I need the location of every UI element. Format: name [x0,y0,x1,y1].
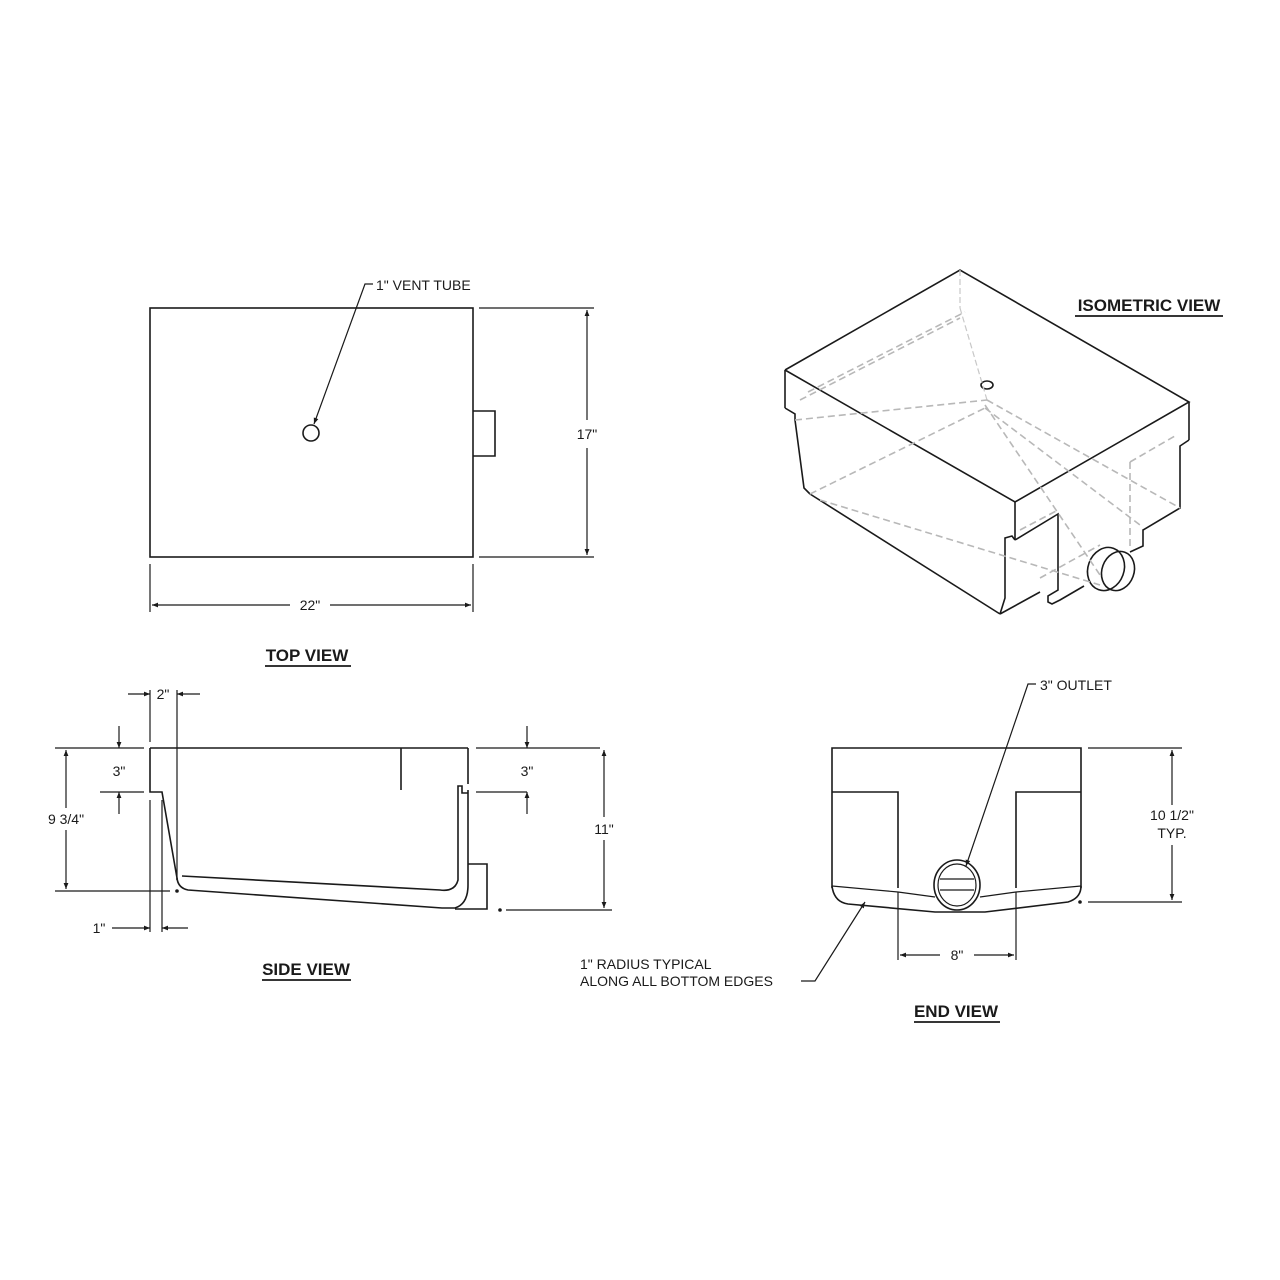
reference-dot [1078,900,1082,904]
right-height-dim-label: 11" [594,821,614,837]
iso-left-wall [784,407,811,495]
top-view-outline [149,307,474,558]
top-offset-dim-label: 2" [157,686,170,702]
vent-tube-circle [302,424,320,442]
depth-dimension-label: 17" [577,426,598,442]
width-dimension-label: 22" [300,597,321,613]
isometric-view: ISOMETRIC VIEW [784,269,1223,615]
left-step-dim-label: 3" [113,763,126,779]
hidden-line [1019,509,1059,531]
hidden-line [807,311,966,393]
side-bottom-inner [181,785,468,892]
hidden-line [984,404,1101,576]
hidden-line [794,399,988,421]
isometric-view-title: ISOMETRIC VIEW [1078,296,1222,315]
end-bottom-inner [831,885,1082,898]
hidden-line [799,317,961,401]
vent-tube-leader [313,283,373,425]
hidden-line [1129,435,1176,463]
side-view-title: SIDE VIEW [262,960,351,979]
side-left-wall [149,748,178,879]
iso-notch-left [1014,512,1085,605]
hidden-line [809,407,986,495]
iso-edge [999,591,1041,615]
iso-notch-right [1129,439,1190,553]
hidden-line [959,307,988,401]
iso-outlet-outer [1086,546,1126,592]
end-height-dim-label: 10 1/2" [1150,807,1194,823]
radius-note-line1: 1" RADIUS TYPICAL [580,956,712,972]
iso-vent-tube [980,380,994,390]
end-right-notch [1015,791,1081,888]
outlet-circle-inner [937,863,977,907]
side-view: 2" 3" 9 3/4" 1" 3" 11" SIDE VIEW [48,686,614,981]
iso-bottom-edge [809,493,1001,615]
top-view-title: TOP VIEW [266,646,349,665]
hidden-line [1039,544,1101,579]
end-outer-outline [831,747,1082,888]
side-bottom-outer [176,790,469,909]
right-step-dim-label: 3" [521,763,534,779]
end-bottom-profile [831,885,1082,913]
hidden-line [986,399,1181,509]
top-view: 1" VENT TUBE 22" 17" TOP VIEW [149,277,598,667]
bottom-offset-dim-label: 1" [93,920,106,936]
hidden-line [984,407,1141,526]
outlet-circle-outer [933,859,981,911]
side-outlet-stub [455,863,488,910]
outlet-leader [965,683,1036,867]
top-view-outlet-stub [473,410,496,457]
reference-dot [498,908,502,912]
iso-outlet-inner [1100,550,1136,592]
end-left-notch [832,791,899,888]
outlet-callout: 3" OUTLET [1040,677,1112,693]
vent-tube-callout: 1" VENT TUBE [376,277,471,293]
left-height-dim-label: 9 3/4" [48,811,84,827]
radius-leader [801,901,866,982]
end-view: 3" OUTLET 10 1/2" TYP. 8" 1" RADIUS TYPI… [580,677,1194,1023]
end-width-dim-label: 8" [951,947,964,963]
iso-front-notch [999,535,1016,615]
reference-dot [175,889,179,893]
end-height-dim-typ: TYP. [1157,825,1186,841]
radius-note-line2: ALONG ALL BOTTOM EDGES [580,973,773,989]
end-view-title: END VIEW [914,1002,999,1021]
